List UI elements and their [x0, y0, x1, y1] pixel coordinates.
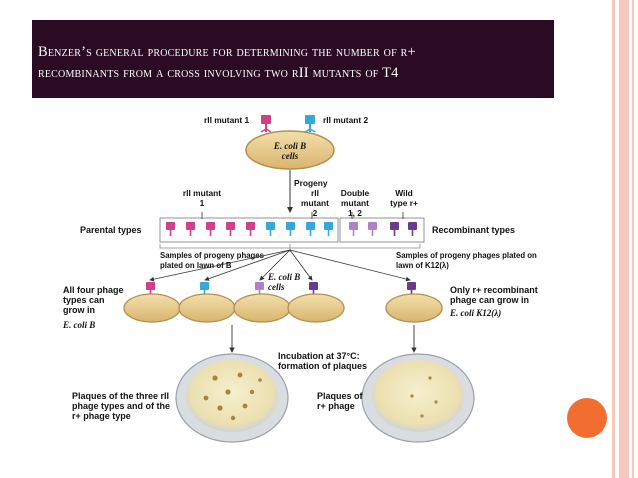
accent-circle [567, 398, 607, 438]
label-samples-k12: Samples of progeny phages plated on lawn… [396, 251, 537, 270]
phage-mutant-1-icon [260, 115, 272, 133]
label-plaques-r: Plaques of r+ phage [317, 391, 363, 411]
label-recombinant-types: Recombinant types [432, 225, 516, 235]
label-samples-b: Samples of progeny phages plated on lawn… [160, 251, 264, 270]
parental-row-box [159, 217, 339, 243]
label-only-r-host: E. coli K12(λ) [450, 308, 502, 318]
label-col-double-mutant: Double mutant 1, 2 [340, 188, 370, 218]
ecoli-b-cell-2 [178, 293, 236, 323]
slide-title-line-1: Benzer’s general procedure for determini… [38, 44, 416, 60]
progeny-phages-row [166, 222, 417, 236]
edge-stripe-3 [632, 0, 634, 478]
phage-mutant-2-icon [304, 115, 316, 133]
label-col-mutant-1: rII mutant 1 [182, 188, 222, 208]
label-col-wild-type: Wild type r+ [390, 188, 418, 208]
label-parental-types: Parental types [80, 225, 142, 235]
petri-plate-b [175, 353, 289, 443]
petri-plate-k12 [361, 353, 475, 443]
slide-title-line-2: recombinants from a cross involving two … [38, 65, 399, 81]
ecoli-k12-cell [385, 293, 443, 323]
label-ecoli-b-cells-top: E. coli B cells [273, 141, 307, 161]
label-rii-mutant-2: rII mutant 2 [323, 115, 369, 125]
slide-title-box: Benzer’s general procedure for determini… [32, 20, 554, 98]
edge-stripe-2 [619, 0, 629, 478]
ecoli-b-cell-1 [123, 293, 181, 323]
ecoli-b-cell-top [245, 130, 335, 170]
label-all-four: All four phage types can grow in [63, 285, 124, 315]
edge-stripe-1 [612, 0, 615, 478]
label-only-r: Only r+ recombinant phage can grow in [450, 285, 538, 305]
ecoli-b-cell-4 [287, 293, 345, 323]
ecoli-b-cell-3 [233, 293, 291, 323]
label-plaques-three: Plaques of the three rII phage types and… [72, 391, 171, 421]
recombinant-row-box [339, 217, 425, 243]
label-incubation: Incubation at 37°C: formation of plaques [278, 351, 368, 371]
label-all-four-host: E. coli B [63, 320, 96, 330]
label-progeny: Progeny [294, 178, 328, 188]
label-col-mutant-2: rII mutant 2 [301, 188, 329, 218]
slide-title: Benzer’s general procedure for determini… [38, 42, 548, 84]
label-ecoli-b-cells-2: E. coli B cells [268, 272, 301, 292]
label-rii-mutant-1: rII mutant 1 [204, 115, 250, 125]
